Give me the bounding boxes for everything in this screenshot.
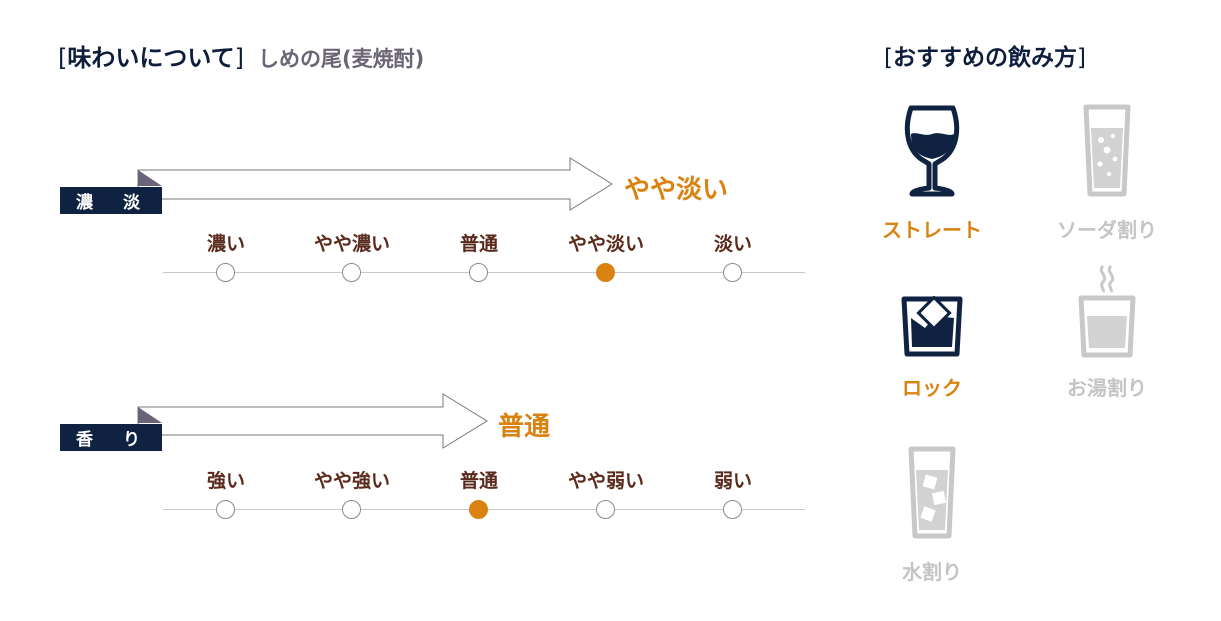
drink-label: ストレート — [882, 218, 982, 242]
taste-arrow — [137, 157, 613, 211]
drink-straight: ストレート — [852, 104, 1012, 243]
aroma-dot — [216, 500, 235, 519]
taste-option-label: 淡い — [713, 233, 752, 255]
heading-close-bracket: ] — [234, 44, 245, 72]
taste-tag-fold — [138, 170, 162, 186]
taste-dot — [216, 263, 235, 282]
aroma-option-label: やや弱い — [567, 470, 644, 492]
drink-soda: ソーダ割り — [1027, 104, 1187, 243]
page-heading: [ 味わいについて ] しめの尾(麦焼酎) — [58, 38, 424, 73]
recommend-title-text: おすすめの飲み方 — [892, 45, 1077, 71]
aroma-arrow — [137, 393, 488, 449]
taste-dot — [469, 263, 488, 282]
drink-label: ロック — [902, 376, 962, 400]
soda-glass-icon — [1083, 104, 1131, 197]
aroma-option-label: やや強い — [313, 470, 390, 492]
taste-option-label: 濃い — [206, 233, 245, 255]
product-name: しめの尾(麦焼酎) — [258, 47, 425, 71]
taste-result: やや淡い — [624, 175, 729, 205]
recommend-close-bracket: ] — [1076, 45, 1086, 71]
aroma-dot — [342, 500, 361, 519]
taste-dot — [342, 263, 361, 282]
hot-water-cup-icon — [1078, 264, 1136, 358]
drink-label: 水割り — [902, 560, 962, 584]
drink-rock: ロック — [852, 296, 1012, 401]
aroma-tag-fold — [138, 407, 162, 423]
drink-label: お湯割り — [1067, 376, 1147, 400]
wine-glass-icon — [904, 105, 960, 197]
recommend-title: [おすすめの飲み方] — [884, 38, 1086, 72]
aroma-option-label: 強い — [206, 470, 245, 492]
heading-title: 味わいについて — [67, 44, 235, 72]
drink-hot-water: お湯割り — [1027, 264, 1187, 401]
aroma-option-label: 弱い — [713, 470, 752, 492]
aroma-result: 普通 — [498, 412, 551, 442]
aroma-dot — [469, 500, 488, 519]
heading-open-bracket: [ — [58, 44, 68, 72]
aroma-tag: 香 り — [60, 424, 162, 451]
taste-option-label: 普通 — [459, 233, 498, 255]
aroma-option-label: 普通 — [459, 470, 498, 492]
taste-dot — [723, 263, 742, 282]
drink-water: 水割り — [852, 446, 1012, 585]
taste-dot — [596, 263, 615, 282]
aroma-dot — [596, 500, 615, 519]
aroma-dot — [723, 500, 742, 519]
taste-tag: 濃 淡 — [60, 187, 162, 214]
taste-option-label: やや濃い — [313, 233, 390, 255]
rock-glass-icon — [901, 296, 963, 357]
recommend-open-bracket: [ — [884, 45, 893, 71]
water-glass-icon — [908, 446, 956, 539]
taste-option-label: やや淡い — [567, 233, 644, 255]
drink-label: ソーダ割り — [1057, 218, 1157, 242]
